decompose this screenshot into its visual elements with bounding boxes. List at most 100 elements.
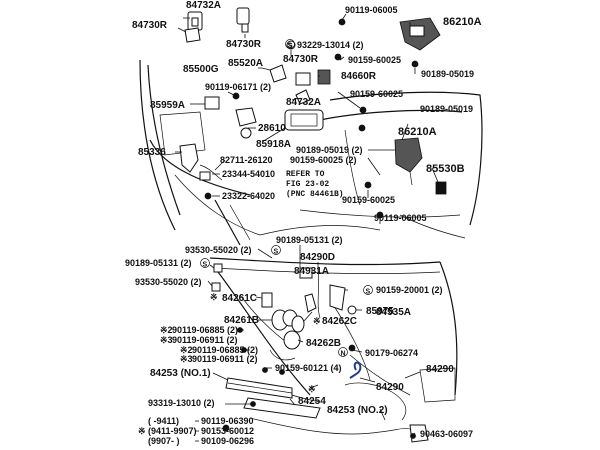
label-90159-60025-c: 90159-60025 (2) bbox=[290, 155, 357, 165]
label-90189-05019-a: 90189-05019 bbox=[421, 69, 474, 79]
upper-parts: S bbox=[179, 7, 447, 219]
label-86210A-top: 86210A bbox=[443, 16, 482, 28]
star-marker-84261C: ※ bbox=[210, 292, 218, 302]
svg-text:※: ※ bbox=[138, 426, 146, 436]
svg-text:S: S bbox=[274, 249, 279, 256]
label-84290-b: 84290 bbox=[376, 382, 404, 393]
svg-text:※: ※ bbox=[308, 384, 316, 394]
svg-text:※3: ※3 bbox=[160, 335, 173, 345]
lower-leader-lines bbox=[207, 245, 421, 437]
label-90119-06171: 90119-06171 (2) bbox=[205, 82, 271, 92]
label-85959A: 85959A bbox=[150, 100, 185, 111]
label-85336: 85336 bbox=[138, 147, 166, 158]
svg-text:S: S bbox=[366, 289, 371, 296]
label-84730R-mid: 84730R bbox=[226, 39, 262, 50]
label-84253-no2: 84253 (NO.2) bbox=[327, 405, 388, 416]
star-marker-84254: ※ bbox=[308, 384, 316, 394]
label-85975: 85975 bbox=[366, 306, 394, 317]
label-90119-06005-b: 90119-06005 bbox=[374, 213, 427, 223]
svg-text:※: ※ bbox=[313, 316, 321, 326]
label-84732A-top: 84732A bbox=[186, 0, 221, 11]
star3-marker-b: ※3 bbox=[180, 354, 193, 364]
label-85530B: 85530B bbox=[426, 163, 465, 175]
label-85918A: 85918A bbox=[256, 139, 291, 150]
label-90119-06885-b: 90119-06885 (2) bbox=[192, 345, 258, 355]
s-marker-93530-a: S bbox=[271, 245, 281, 256]
label-90119-06005-top: 90119-06005 bbox=[345, 5, 398, 15]
label-93229-13014: 93229-13014 (2) bbox=[297, 40, 364, 50]
label-86210A-b: 86210A bbox=[398, 126, 437, 138]
label-84254: 84254 bbox=[298, 396, 326, 407]
lower-labels: 93530-55020 (2) S 90189-05131 (2) 90189-… bbox=[125, 235, 473, 446]
label-84535A: 84535A bbox=[376, 307, 411, 318]
svg-text:S: S bbox=[288, 43, 293, 50]
label-90189-05019-b: 90189-05019 bbox=[420, 104, 473, 114]
label-84262C: 84262C bbox=[322, 316, 357, 327]
label-84931A: 84931A bbox=[294, 266, 329, 277]
date-range-2: (9411-9907) bbox=[148, 426, 197, 436]
part-d2: 90153-60012 bbox=[201, 426, 254, 436]
label-93319-13010: 93319-13010 (2) bbox=[148, 398, 215, 408]
label-90189-05131-a: 90189-05131 (2) bbox=[276, 235, 343, 245]
refer-to-figure-note: REFER TO FIG 23-02 (PNC 84461B) bbox=[286, 170, 344, 199]
label-90189-05131-b: 90189-05131 (2) bbox=[125, 258, 192, 268]
label-90189-05019-c: 90189-05019 (2) bbox=[296, 145, 363, 155]
label-84253-no1: 84253 (NO.1) bbox=[150, 368, 211, 379]
label-84290-a: 84290 bbox=[426, 364, 454, 375]
svg-text:N: N bbox=[341, 351, 346, 358]
date-range-1: ( -9411) bbox=[148, 416, 179, 426]
label-23322-64020: 23322-64020 bbox=[222, 191, 275, 201]
s-marker-90189-05131-b: S bbox=[200, 258, 210, 269]
label-90119-06911-a: 90119-06911 (2) bbox=[172, 335, 238, 345]
svg-text:※2: ※2 bbox=[180, 345, 193, 355]
label-90159-60025-d: 90159-60025 bbox=[342, 195, 395, 205]
upper-labels: 84732A 84730R 84730R 90119-06005 86210A … bbox=[132, 0, 482, 223]
svg-text:S: S bbox=[288, 43, 293, 50]
label-90119-06885-a: 90119-06885 (2) bbox=[172, 325, 238, 335]
ref-line-3: (PNC 84461B) bbox=[286, 190, 344, 199]
star2-marker-a: ※2 bbox=[160, 325, 173, 335]
star-marker-84262C: ※ bbox=[313, 316, 321, 326]
label-82711-26120: 82711-26120 bbox=[220, 155, 273, 165]
label-90159-60025-b: 90159-60025 bbox=[350, 89, 403, 99]
upper-vehicle-outline bbox=[139, 59, 483, 246]
svg-text:※3: ※3 bbox=[180, 354, 193, 364]
part-d3: 90109-06296 bbox=[201, 436, 254, 446]
svg-text:S: S bbox=[203, 262, 208, 269]
svg-text:※2: ※2 bbox=[160, 325, 173, 335]
label-85520A: 85520A bbox=[228, 58, 263, 69]
star-marker-d2: ※ bbox=[138, 426, 146, 436]
label-90119-06911-b: 90119-06911 (2) bbox=[192, 354, 258, 364]
s-marker-93229: S bbox=[285, 39, 295, 50]
label-90463-06097: 90463-06097 bbox=[420, 429, 473, 439]
svg-text:※: ※ bbox=[210, 292, 218, 302]
label-84732A-b: 84732A bbox=[286, 97, 321, 108]
lower-vehicle-outline bbox=[209, 257, 458, 403]
ref-line-2: FIG 23-02 bbox=[286, 180, 329, 189]
label-90159-20001: 90159-20001 (2) bbox=[376, 285, 443, 295]
label-28610: 28610 bbox=[258, 123, 286, 134]
label-84261B: 84261B bbox=[224, 315, 259, 326]
label-84730R-left: 84730R bbox=[132, 20, 168, 31]
label-85500G: 85500G bbox=[183, 64, 219, 75]
s-marker-90159-20001: S bbox=[363, 285, 373, 296]
star3-marker-a: ※3 bbox=[160, 335, 173, 345]
date-range-table: ( -9411) 90119-06390 ※ (9411-9907) 90153… bbox=[138, 416, 254, 446]
label-90179-06274: 90179-06274 bbox=[365, 348, 418, 358]
label-90159-60121: 90159-60121 (4) bbox=[275, 363, 342, 373]
lower-parts bbox=[211, 263, 429, 443]
label-84262B: 84262B bbox=[306, 338, 341, 349]
label-23344-54010: 23344-54010 bbox=[222, 169, 275, 179]
label-93530-55020-a: 93530-55020 (2) bbox=[185, 245, 252, 255]
label-93530-55020-b: 93530-55020 (2) bbox=[135, 277, 202, 287]
label-84660R: 84660R bbox=[341, 71, 377, 82]
label-84290D: 84290D bbox=[300, 252, 335, 263]
n-marker-90179: N bbox=[338, 347, 348, 358]
star2-marker-b: ※2 bbox=[180, 345, 193, 355]
label-84261C: 84261C bbox=[222, 293, 257, 304]
upper-leader-lines bbox=[175, 13, 439, 224]
label-90159-60025-a: 90159-60025 bbox=[348, 55, 401, 65]
label-84730R-b: 84730R bbox=[283, 54, 319, 65]
ref-line-1: REFER TO bbox=[286, 170, 325, 179]
